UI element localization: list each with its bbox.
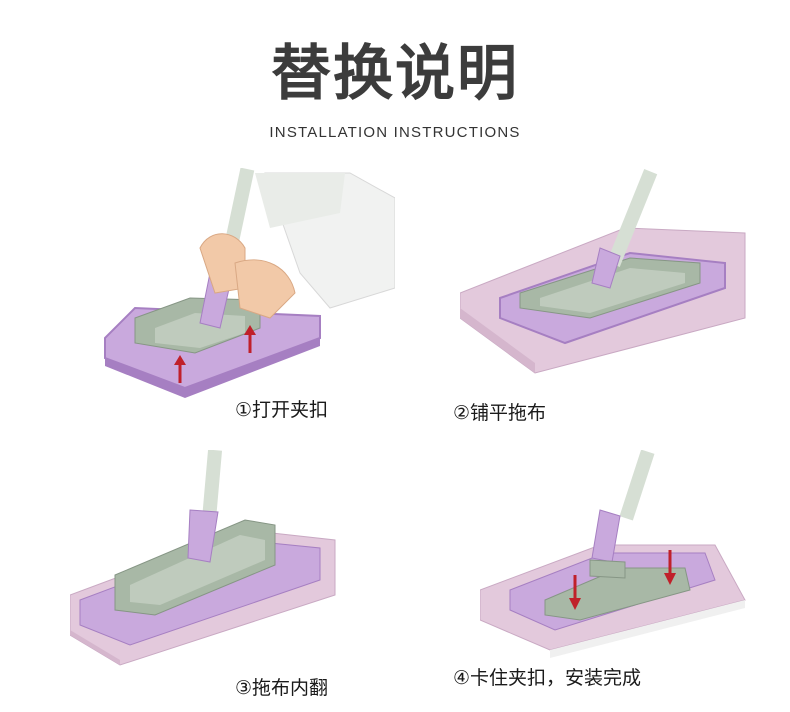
page-title: 替换说明 — [271, 39, 519, 109]
step-4-illustration — [480, 450, 780, 685]
page-subtitle: INSTALLATION INSTRUCTIONS — [269, 124, 521, 141]
step-3-illustration — [70, 450, 370, 685]
step-3-caption: ③拖布内翻 — [235, 677, 329, 699]
step-2-illustration — [460, 168, 760, 403]
step-1-caption: ①打开夹扣 — [235, 399, 329, 421]
step-2-caption: ②铺平拖布 — [453, 402, 547, 424]
step-4-caption: ④卡住夹扣，安装完成 — [453, 667, 642, 689]
step-1-illustration — [95, 168, 395, 403]
